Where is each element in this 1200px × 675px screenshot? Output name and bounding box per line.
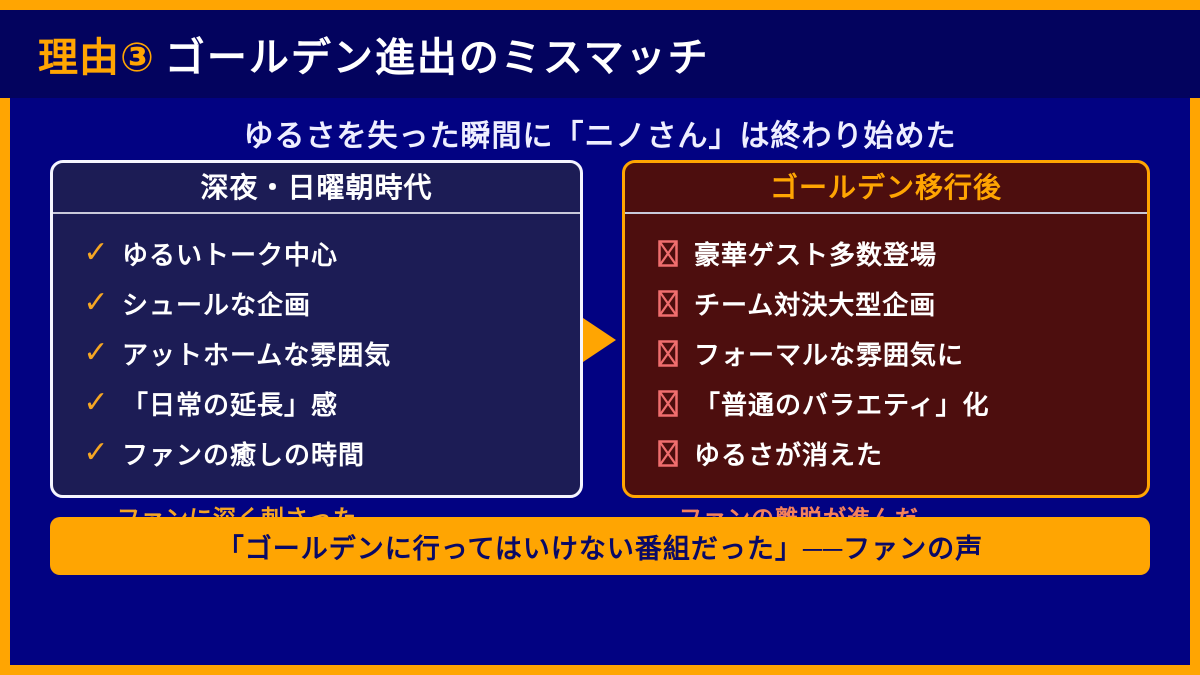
panel-title-after: ゴールデン移行後 xyxy=(625,163,1147,214)
check-icon: ✓ xyxy=(83,236,109,269)
check-list: ✓ ゆるいトーク中心 ✓ シュールな企画 ✓ アットホームな雰囲気 ✓ 「日常の… xyxy=(53,214,580,478)
boxed-x-icon xyxy=(655,339,681,367)
item-label: チーム対決大型企画 xyxy=(694,289,937,320)
item-label: ゆるいトーク中心 xyxy=(122,239,339,270)
list-item: ✓ アットホームな雰囲気 xyxy=(83,328,580,378)
item-label: フォーマルな雰囲気に xyxy=(694,339,965,370)
item-label: 「普通のバラエティ」化 xyxy=(694,389,990,420)
list-item: ✓ ゆるいトーク中心 xyxy=(83,228,580,278)
slide-body: ゆるさを失った瞬間に「ニノさん」は終わり始めた 深夜・日曜朝時代 ✓ ゆるいトー… xyxy=(10,98,1190,665)
cross-list: 豪華ゲスト多数登場 チーム対決大型企画 フォーマルな雰囲気に 「普通のバラエティ… xyxy=(625,214,1147,478)
item-label: 豪華ゲスト多数登場 xyxy=(694,239,938,270)
comparison-panel-after: ゴールデン移行後 豪華ゲスト多数登場 チーム対決大型企画 フォーマルな雰囲気に … xyxy=(622,160,1150,498)
boxed-x-icon xyxy=(655,389,681,417)
check-icon: ✓ xyxy=(83,336,109,369)
check-icon: ✓ xyxy=(83,386,109,419)
list-item: ✓ シュールな企画 xyxy=(83,278,580,328)
item-label: ファンの癒しの時間 xyxy=(122,439,366,470)
subtitle: ゆるさを失った瞬間に「ニノさん」は終わり始めた xyxy=(243,120,957,153)
quote-banner: 「ゴールデンに行ってはいけない番組だった」──ファンの声 xyxy=(50,517,1150,575)
panel-title-before: 深夜・日曜朝時代 xyxy=(53,163,580,214)
list-item: ✓ ファンの癒しの時間 xyxy=(83,428,580,478)
quote-banner-text: 「ゴールデンに行ってはいけない番組だった」──ファンの声 xyxy=(216,533,984,564)
boxed-x-icon xyxy=(655,439,681,467)
list-item: 豪華ゲスト多数登場 xyxy=(655,228,1147,278)
boxed-x-icon xyxy=(655,289,681,317)
check-icon: ✓ xyxy=(83,286,109,319)
list-item: ゆるさが消えた xyxy=(655,428,1147,478)
item-label: シュールな企画 xyxy=(122,289,312,320)
comparison-panel-before: 深夜・日曜朝時代 ✓ ゆるいトーク中心 ✓ シュールな企画 ✓ アットホームな雰… xyxy=(50,160,583,498)
list-item: ✓ 「日常の延長」感 xyxy=(83,378,580,428)
list-item: チーム対決大型企画 xyxy=(655,278,1147,328)
reason-number-badge: 理由③ xyxy=(38,36,155,80)
item-label: アットホームな雰囲気 xyxy=(122,339,392,370)
arrow-right-icon xyxy=(583,318,616,362)
item-label: ゆるさが消えた xyxy=(694,439,884,470)
header-bar: 理由③ ゴールデン進出のミスマッチ xyxy=(0,10,1200,98)
boxed-x-icon xyxy=(655,239,681,267)
list-item: 「普通のバラエティ」化 xyxy=(655,378,1147,428)
list-item: フォーマルな雰囲気に xyxy=(655,328,1147,378)
item-label: 「日常の延長」感 xyxy=(122,389,339,420)
page-title: ゴールデン進出のミスマッチ xyxy=(164,36,710,80)
check-icon: ✓ xyxy=(83,436,109,469)
